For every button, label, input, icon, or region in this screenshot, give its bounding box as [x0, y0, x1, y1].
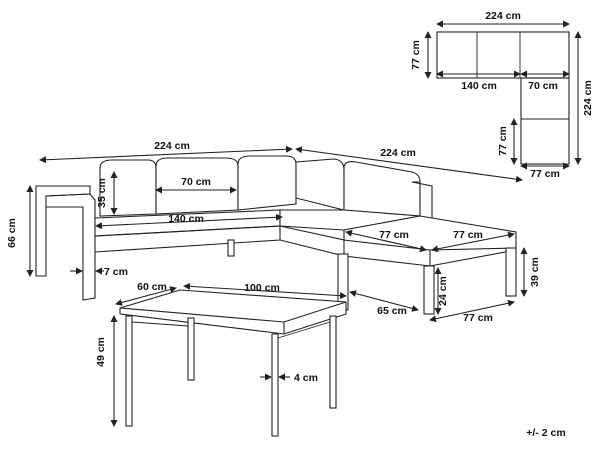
sofa-back-cushion-1	[99, 159, 157, 217]
sofa-height-label: 66 cm	[6, 218, 18, 248]
table-height-label: 49 cm	[95, 337, 107, 367]
sofa-cushion-width-label: 70 cm	[181, 176, 211, 188]
plan-chaise-width-label: 70 cm	[528, 80, 558, 92]
table-depth-label: 60 cm	[137, 281, 167, 293]
sofa-frame-corner	[279, 225, 345, 257]
table-drawing	[119, 289, 347, 437]
table-width-arrow	[183, 282, 347, 300]
plan-outline-back	[436, 31, 570, 79]
sofa-back-cushion-4	[295, 158, 345, 211]
sofa-width-left-label: 224 cm	[154, 140, 190, 152]
sofa-leg-mid	[227, 239, 235, 257]
table-leg-back-left	[187, 317, 195, 381]
sofa-chaise-depth-b-label: 77 cm	[453, 229, 483, 241]
table-depth-arrow	[115, 286, 177, 306]
sofa-back-cushion-3	[237, 155, 297, 211]
plan-view: 224 cm 224 cm 77 cm 140 cm 70 cm 77 cm 7…	[410, 10, 594, 180]
sofa-leg-span-label: 65 cm	[377, 305, 407, 317]
sofa-chaise-depth-a-arrow	[345, 229, 427, 253]
sofa-arm-width-label: 7 cm	[104, 266, 128, 278]
sofa-width-left-arrow	[39, 145, 293, 164]
sofa-chaise-depth-a-label: 77 cm	[379, 229, 409, 241]
sofa-chaise-width-label: 77 cm	[463, 312, 493, 324]
table-rail-right	[277, 321, 331, 339]
table-width-label: 100 cm	[244, 282, 280, 294]
sofa-chaise-depth-b-arrow	[431, 231, 515, 253]
table-rail-left	[131, 321, 189, 327]
sofa-leg-height-label: 24 cm	[437, 276, 449, 306]
plan-width-label: 224 cm	[485, 10, 521, 22]
table-leg-back-right	[329, 315, 337, 409]
plan-seat-width-label: 140 cm	[461, 80, 497, 92]
table-leg-front-left	[125, 315, 133, 427]
table-dimensions: 60 cm 100 cm 49 cm 4 cm	[95, 281, 347, 427]
sofa-seat-length-arrow	[95, 213, 283, 230]
sofa-width-right-label: 224 cm	[380, 147, 416, 159]
sofa-leg-span-arrow	[349, 290, 419, 312]
table-leg-front-right	[271, 333, 279, 437]
plan-chaise-depth-label: 77 cm	[497, 126, 509, 156]
tolerance-note: +/- 2 cm	[526, 427, 565, 439]
sofa-leg-chaise-right	[505, 247, 517, 297]
sofa-seat-length-label: 140 cm	[168, 213, 204, 225]
sofa-seat-height-label: 39 cm	[529, 257, 541, 287]
sofa-frame-front	[94, 225, 281, 253]
sofa-dimensions: 224 cm 224 cm 35 cm 70 cm 140 cm 66 cm 7…	[6, 140, 541, 324]
plan-chaise-bottom-label: 77 cm	[530, 168, 560, 180]
plan-depth-label: 224 cm	[582, 80, 594, 116]
sofa-chaise-width-arrow	[429, 299, 515, 323]
sofa-back-height-label: 35 cm	[96, 178, 108, 208]
sofa-leg-chaise-front	[423, 265, 435, 315]
sofa-width-right-arrow	[295, 146, 523, 183]
sofa-back-cushion-5	[343, 161, 421, 217]
sofa-left-arm-panel	[45, 193, 96, 301]
sofa-left-arm	[35, 185, 91, 277]
table-leg-width-label: 4 cm	[294, 372, 318, 384]
plan-seat-depth-label: 77 cm	[410, 40, 422, 70]
